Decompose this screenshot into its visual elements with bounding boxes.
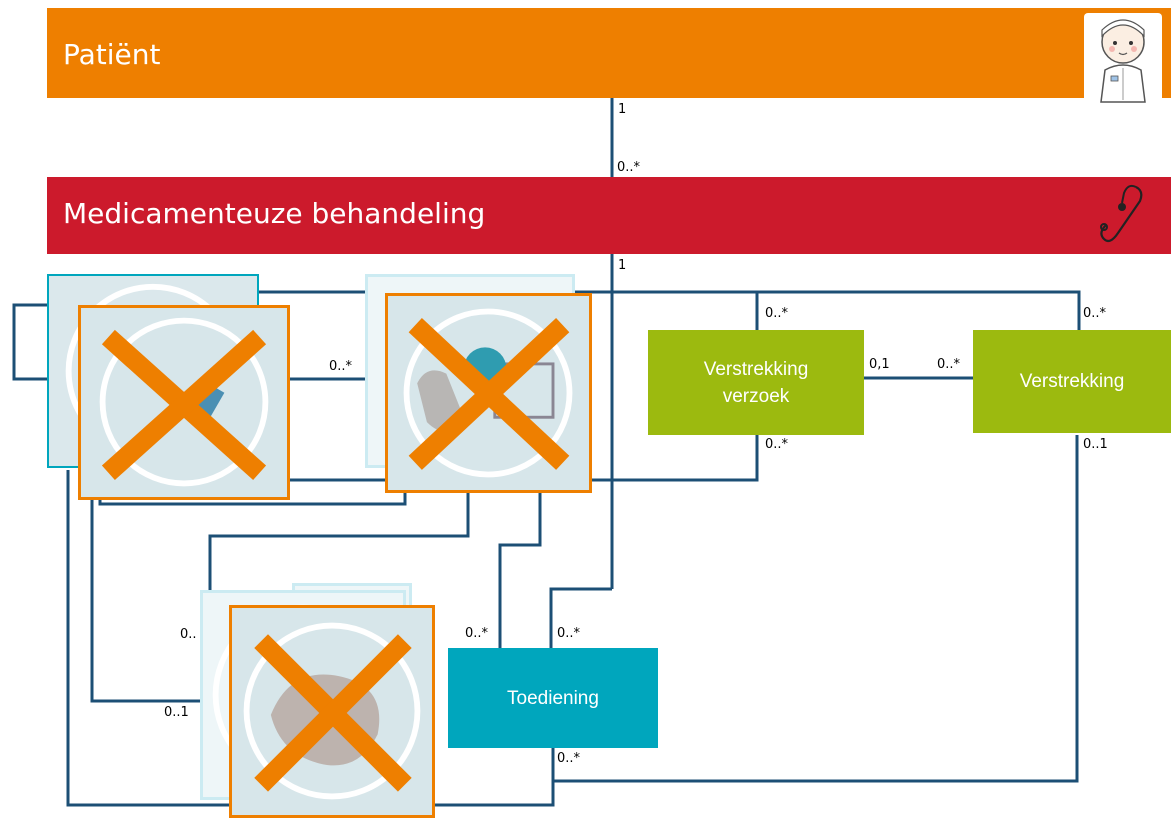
multiplicity-label: 0..* xyxy=(765,306,789,321)
crossed-out-icon xyxy=(99,317,269,487)
multiplicity-label: 0..* xyxy=(1083,306,1107,321)
multiplicity-label: 0..* xyxy=(617,160,641,175)
verstrekking-verzoek-line2: verzoek xyxy=(722,385,790,407)
stethoscope-icon xyxy=(1100,184,1143,243)
multiplicity-label: 0..* xyxy=(465,626,489,641)
self-loop-connector xyxy=(12,303,47,381)
multiplicity-label: 0.. xyxy=(180,627,197,642)
multiplicity-label: 0..* xyxy=(557,626,581,641)
patient-banner: Patiënt xyxy=(47,8,1171,98)
verstrekking-box: Verstrekking xyxy=(973,330,1171,433)
toediening-label: Toediening xyxy=(507,687,599,709)
multiplicity-label: 1 xyxy=(618,258,627,273)
left-inner-connector xyxy=(90,500,200,703)
verstrekking-label: Verstrekking xyxy=(1019,371,1125,392)
crossed-out-icon xyxy=(403,308,573,478)
treatment-banner: Medicamenteuze behandeling xyxy=(47,177,1171,254)
tile2-tile3-connector xyxy=(208,493,470,590)
multiplicity-label: 0,1 xyxy=(869,357,890,372)
treatment-title: Medicamenteuze behandeling xyxy=(63,197,486,230)
multiplicity-label: 0..1 xyxy=(164,705,189,720)
crossed-tile-2 xyxy=(385,293,592,493)
multiplicity-label: 0..* xyxy=(557,751,581,766)
crossed-out-icon xyxy=(243,622,421,800)
patient-title: Patiënt xyxy=(63,38,161,71)
multiplicity-label: 0..* xyxy=(937,357,961,372)
toediening-box: Toediening xyxy=(448,648,658,748)
verstrekking-verzoek-box: Verstrekking verzoek xyxy=(648,330,864,435)
verzoek-bottom-connector xyxy=(592,435,759,482)
toediening-verstrekking-connector xyxy=(551,435,1079,783)
patient-illustration-icon xyxy=(1084,13,1162,103)
multiplicity-label: 0..1 xyxy=(1083,437,1108,452)
verstrekking-verzoek-line1: Verstrekking xyxy=(703,358,809,380)
tile2-toediening-connector xyxy=(498,493,542,648)
multiplicity-label: 1 xyxy=(618,102,627,117)
crossed-tile-1 xyxy=(78,305,290,500)
multiplicity-label: 0..* xyxy=(329,359,353,374)
multiplicity-label: 0..* xyxy=(765,437,789,452)
trunk-toediening-connector xyxy=(549,587,612,648)
crossed-tile-3 xyxy=(229,605,435,818)
